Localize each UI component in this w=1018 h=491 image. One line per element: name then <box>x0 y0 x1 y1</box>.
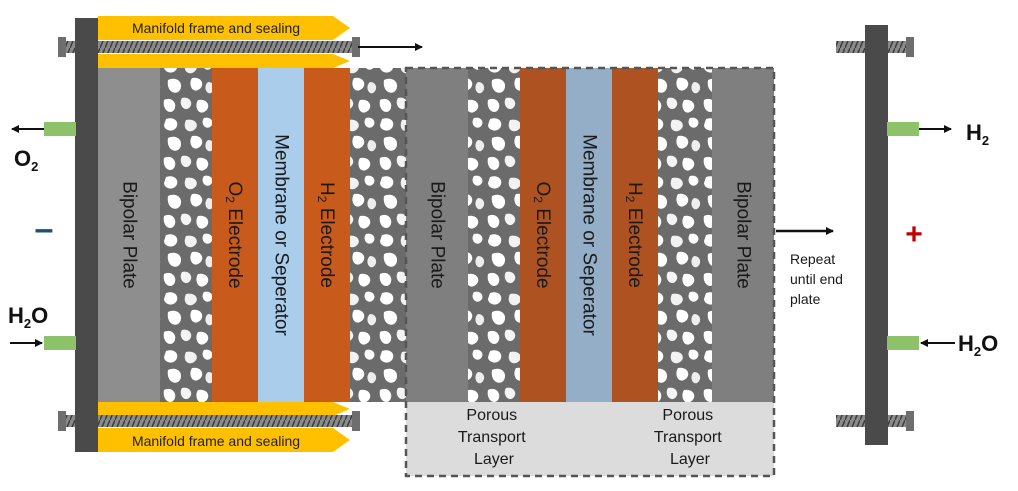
top-manifold-label: Manifold frame and sealing <box>132 20 300 36</box>
cell2-o2-electrode-label: O2 Electrode <box>531 181 554 288</box>
top-rod-nut-left <box>58 37 66 57</box>
left-h2o-port <box>44 336 76 350</box>
bottom-rod-nut-left <box>58 411 66 431</box>
cell2-bipolar-plate-right-label: Bipolar Plate <box>733 181 754 289</box>
cell2-membrane-label: Membrane or Seperator <box>579 134 600 336</box>
cell1-membrane-label: Membrane or Seperator <box>271 134 292 336</box>
cell1-membrane <box>258 68 304 402</box>
left-end-plate <box>75 18 98 452</box>
left-o2-port <box>44 122 76 136</box>
right-top-rod-nut <box>906 37 914 57</box>
cell1-bipolar-plate <box>98 68 160 402</box>
right-h2o-port <box>887 336 919 350</box>
top-manifold-frame <box>98 16 350 40</box>
h2o-inlet-label-left: H2O <box>8 303 48 331</box>
cell1-o2-electrode-label: O2 Electrode <box>223 181 246 288</box>
cell1-h2-electrode-label: H2 Electrode <box>315 182 338 288</box>
minus-polarity-sign: – <box>35 210 54 248</box>
right-bottom-rod-nut <box>906 411 914 431</box>
cell2-porous-layer-left <box>468 68 520 402</box>
cell1-porous-layer-right <box>350 68 406 402</box>
cell2-ptl-caption-area <box>406 402 774 476</box>
bottom-threaded-rod <box>62 415 356 427</box>
cell2-o2-electrode <box>520 68 566 402</box>
top-manifold-lower-strip <box>98 54 350 68</box>
cell1-o2-electrode <box>212 68 258 402</box>
ptl-left-label: Porous Transport Layer <box>458 407 530 468</box>
h2-outlet-label: H2 <box>966 120 989 148</box>
cell2-dashed-outline <box>404 66 776 478</box>
bottom-manifold-frame <box>98 428 350 452</box>
bottom-manifold-upper-strip <box>98 402 350 416</box>
bottom-rod-nut-right <box>352 411 360 431</box>
cell2-h2-electrode <box>612 68 658 402</box>
cell1-bipolar-plate-label: Bipolar Plate <box>119 181 140 289</box>
repeat-note: Repeat until end plate <box>790 251 847 307</box>
top-rod-nut-right <box>352 37 360 57</box>
o2-outlet-label: O2 <box>14 146 38 174</box>
cell2-bipolar-plate-left <box>406 68 468 402</box>
cell2-porous-layer-right <box>658 68 712 402</box>
plus-polarity-sign: + <box>905 218 923 251</box>
bottom-manifold-label: Manifold frame and sealing <box>132 433 300 449</box>
cell2-bipolar-plate-left-label: Bipolar Plate <box>427 181 448 289</box>
ptl-right-label: Porous Transport Layer <box>654 407 726 468</box>
cell1-h2-electrode <box>304 68 350 402</box>
cell2-bipolar-plate-right <box>712 68 774 402</box>
h2o-inlet-label-right: H2O <box>958 331 998 359</box>
cell2-membrane <box>566 68 612 402</box>
cell1-porous-layer-left <box>160 68 212 402</box>
right-end-plate <box>865 25 888 445</box>
right-h2-port <box>887 122 919 136</box>
top-threaded-rod <box>62 41 356 53</box>
cell2-h2-electrode-label: H2 Electrode <box>623 182 646 288</box>
